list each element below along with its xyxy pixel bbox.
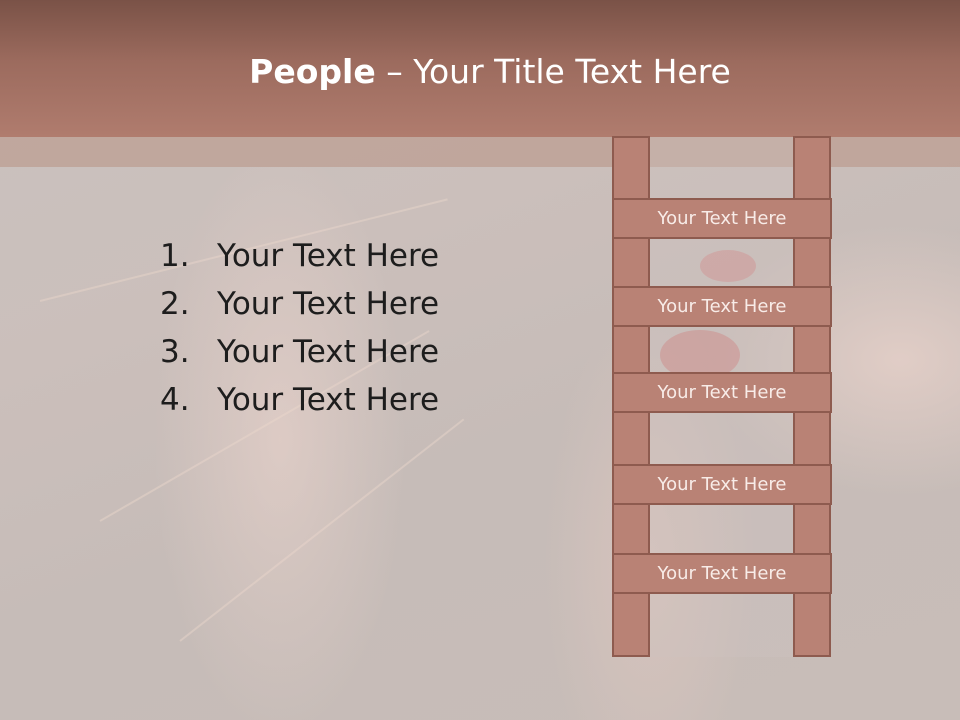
list-number: 1. (160, 238, 190, 274)
lips-shape (660, 330, 740, 380)
slide-title[interactable]: People – Your Title Text Here (0, 52, 960, 91)
list-item: 1. Your Text Here (160, 232, 439, 280)
title-text: – Your Title Text Here (375, 52, 731, 91)
list-item: 3. Your Text Here (160, 328, 439, 376)
numbered-list[interactable]: 1. Your Text Here 2. Your Text Here 3. Your… (160, 232, 439, 424)
title-bar (0, 0, 960, 137)
list-item: 2. Your Text Here (160, 280, 439, 328)
ladder-rung[interactable]: Your Text Here (612, 553, 832, 594)
ladder-rung[interactable]: Your Text Here (612, 198, 832, 239)
list-text: Your Text Here (217, 238, 440, 274)
ladder-rung[interactable]: Your Text Here (612, 286, 832, 327)
list-number: 2. (160, 286, 190, 322)
list-text: Your Text Here (217, 382, 440, 418)
ladder-rung[interactable]: Your Text Here (612, 464, 832, 505)
list-text: Your Text Here (217, 286, 440, 322)
list-number: 4. (160, 382, 190, 418)
list-text: Your Text Here (217, 334, 440, 370)
title-bold-text: People (249, 52, 376, 91)
nose-shape (700, 250, 756, 282)
list-item: 4. Your Text Here (160, 376, 439, 424)
list-number: 3. (160, 334, 190, 370)
ladder-rung[interactable]: Your Text Here (612, 372, 832, 413)
